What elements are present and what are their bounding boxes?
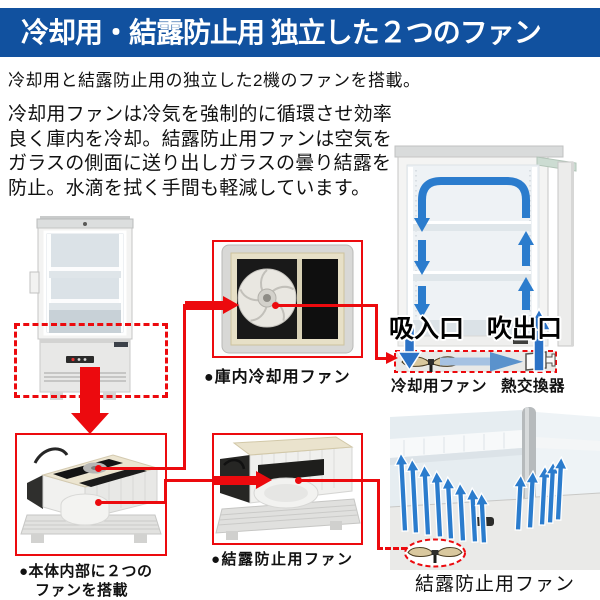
caption-corner-airflow: 結露防止用ファン — [414, 574, 575, 595]
connector-a-v — [183, 303, 186, 470]
outlet-port-label: 吹出口 — [487, 315, 563, 343]
connector-c-h2 — [375, 356, 387, 360]
connector-a-arrowhead — [223, 295, 239, 314]
interior-cooling-fan-illustration — [214, 242, 361, 356]
photo-anti-condensation-fan — [212, 433, 363, 545]
cooling-fan-label: 冷却用ファン — [391, 378, 488, 395]
body-text: 冷却用ファンは冷気を強制的に循環させ効率 良く庫内を冷却。結露防止用ファンは空気… — [8, 104, 393, 199]
anti-condensation-fan-illustration — [214, 435, 361, 543]
intro-text: 冷却用と結露防止用の独立した2機のファンを搭載。 — [8, 71, 421, 90]
connector-c-h1 — [275, 303, 378, 307]
connector-c-arrowhead — [386, 351, 398, 364]
caption-anti-condensation-fan: ●結露防止用ファン — [211, 551, 354, 568]
connector-d-v — [377, 478, 380, 550]
product-photo-fridge — [29, 216, 134, 400]
connector-b-shaft — [214, 476, 256, 485]
connector-a-shaft — [185, 301, 223, 310]
intake-port-label: 吸入口 — [389, 315, 465, 343]
illustration-corner-airflow — [390, 407, 600, 570]
caption-interior-cooling-fan: ●庫内冷却用ファン — [204, 369, 351, 386]
header-bar: 冷却用・結露防止用 独立した２つのファン — [0, 8, 600, 57]
red-down-arrow-head — [71, 413, 109, 434]
machine-unit-illustration — [17, 435, 165, 554]
red-down-arrow — [80, 367, 100, 413]
caption-two-fans-line2: ファンを搭載 — [35, 582, 129, 599]
caption-two-fans-line1: ●本体内部に２つの — [19, 563, 153, 580]
connector-d-h — [298, 478, 380, 482]
photo-interior-cooling-fan — [212, 240, 363, 358]
diagram-airflow-fridge — [394, 145, 577, 373]
connector-c-v — [375, 303, 378, 360]
connector-d-dashed — [377, 547, 407, 550]
photo-machine-unit — [15, 433, 167, 556]
connector-b-v — [164, 479, 167, 504]
heat-exchanger-label: 熱交換器 — [501, 378, 566, 395]
page-title: 冷却用・結露防止用 独立した２つのファン — [21, 17, 542, 48]
connector-a-h — [98, 466, 186, 470]
connector-b-h1 — [98, 500, 167, 504]
connector-b-arrowhead — [256, 470, 272, 489]
fan-callout — [404, 538, 466, 568]
connector-b-h2 — [164, 478, 216, 482]
